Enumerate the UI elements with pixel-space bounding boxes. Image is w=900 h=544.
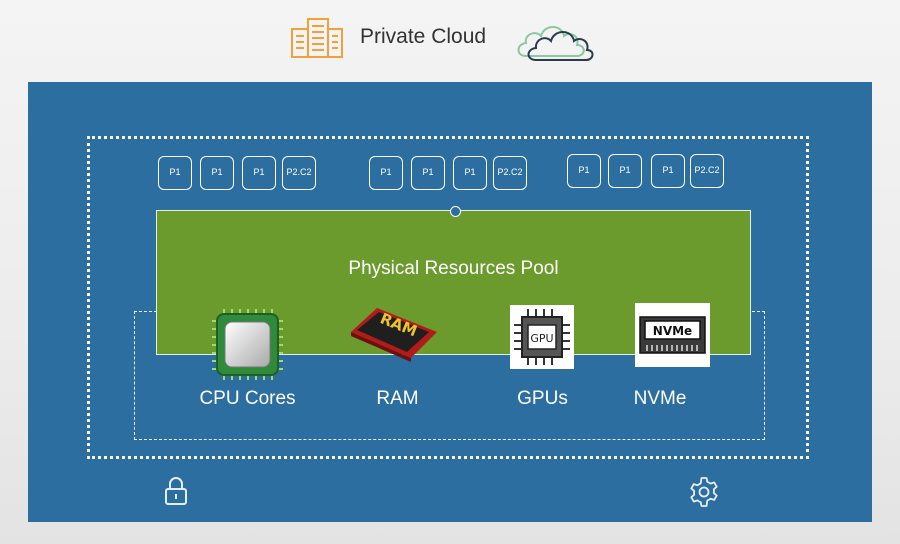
vm-box: P1: [453, 156, 487, 190]
gear-icon: [690, 477, 718, 507]
vm-box: P1: [608, 154, 642, 188]
vm-box: P2.C2: [493, 156, 527, 190]
ram-module-icon: RAM: [351, 308, 437, 362]
vm-box: P1: [242, 156, 276, 190]
pool-label: Physical Resources Pool: [348, 258, 559, 279]
vm-box: P2.C2: [282, 156, 316, 190]
office-building-icon: [291, 18, 343, 58]
cloud-icon: [517, 26, 594, 61]
lock-icon: [165, 477, 187, 505]
vm-box: P1: [200, 156, 234, 190]
vm-box: P2.C2: [690, 154, 724, 188]
cpu-chip-icon: [212, 309, 283, 380]
connector-dot: [450, 206, 461, 217]
resource-label: NVMe: [633, 388, 687, 409]
vm-box: P1: [567, 154, 601, 188]
vm-box: P1: [158, 156, 192, 190]
gpu-chip-icon: GPU: [510, 305, 574, 369]
resource-label: CPU Cores: [199, 388, 296, 409]
virtual-boundary: [87, 136, 809, 459]
nvme-chip-text: NVMe: [653, 324, 692, 338]
vm-box: P1: [369, 156, 403, 190]
nvme-drive-icon: NVMe: [635, 303, 710, 367]
header: Private Cloud: [0, 0, 900, 80]
resource-label: RAM: [376, 388, 419, 409]
vm-box: P1: [651, 154, 685, 188]
resource-label: GPUs: [517, 388, 568, 409]
vm-box: P1: [411, 156, 445, 190]
page-title: Private Cloud: [360, 25, 487, 48]
gpu-chip-text: GPU: [530, 332, 553, 345]
